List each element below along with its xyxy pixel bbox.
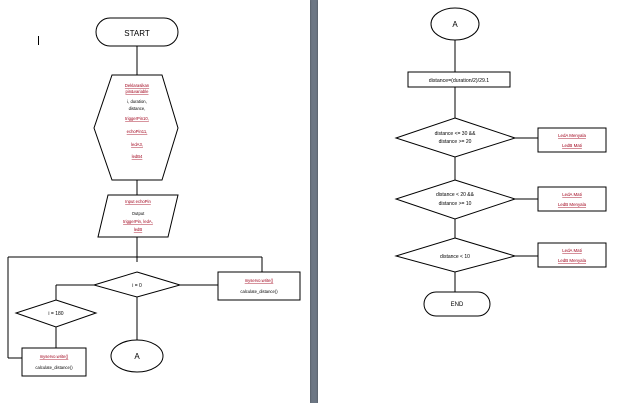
decision-distance-30-20 xyxy=(394,117,517,158)
decision-distance-10 xyxy=(394,237,517,273)
left-page: START Deklarasikan pin&variable i, durat… xyxy=(0,0,310,403)
output-2-line-2: LedB Menyala xyxy=(558,202,587,207)
right-flowchart: A distance=(duration/2)/29.1 distance <=… xyxy=(394,7,607,317)
decision-distance-20-10 xyxy=(394,179,517,220)
io-line-4: ledB xyxy=(134,227,143,232)
right-page: A distance=(duration/2)/29.1 distance <=… xyxy=(318,0,640,403)
process-left-line-1: myservo.write() xyxy=(40,354,69,359)
output-box-2 xyxy=(537,186,607,212)
connector-a-right-label: A xyxy=(452,20,458,29)
hex-line-2: pin&variable xyxy=(125,89,149,94)
decision-i-180 xyxy=(14,299,98,328)
hex-line-7: ledA3, xyxy=(131,142,143,147)
hex-line-5: triggerPin10, xyxy=(125,116,149,121)
formula-label: distance=(duration/2)/29.1 xyxy=(429,78,490,84)
left-flowchart: START Deklarasikan pin&variable i, durat… xyxy=(7,17,301,377)
output-box-3 xyxy=(537,242,607,268)
end-terminator xyxy=(423,291,491,317)
process-right-line-1: myservo.write() xyxy=(245,278,274,283)
text-cursor xyxy=(38,36,39,45)
end-label: END xyxy=(451,302,464,308)
process-box-right xyxy=(217,271,301,301)
decision-2-line-2: distance >= 10 xyxy=(439,201,472,207)
decision-i-0-label: i = 0 xyxy=(132,283,142,289)
decision-2-line-1: distance < 20 && xyxy=(436,192,475,198)
decision-3-label: distance < 10 xyxy=(440,254,470,260)
io-line-1: Input echoPin xyxy=(125,199,151,204)
io-line-3: triggerPin, ledA, xyxy=(123,219,153,224)
decision-i-0 xyxy=(92,271,182,298)
hex-line-8: ledB4 xyxy=(132,154,143,159)
connector-a-left-label: A xyxy=(134,352,140,361)
output-3-line-2: LedB Menyala xyxy=(558,258,587,263)
io-parallelogram xyxy=(97,194,179,238)
hex-line-1: Deklarasikan xyxy=(125,83,150,88)
io-line-2: Output xyxy=(132,211,145,216)
output-1-line-2: LedB Mati xyxy=(562,143,582,148)
output-3-line-1: LedA Mati xyxy=(562,248,582,253)
output-box-1 xyxy=(537,127,607,153)
decision-1-line-1: distance <= 30 && xyxy=(435,131,477,137)
process-right-line-2: calculate_distance() xyxy=(240,289,278,294)
start-terminator xyxy=(95,17,179,47)
process-box-left xyxy=(21,347,87,377)
hex-line-3: i, duration, xyxy=(127,99,147,104)
hex-line-6: echoPin11, xyxy=(127,129,148,134)
output-2-line-1: LedA Mati xyxy=(562,192,582,197)
output-1-line-1: LedA Menyala xyxy=(558,133,586,138)
connector-a-right xyxy=(430,7,480,41)
decision-1-line-2: distance >= 20 xyxy=(439,139,472,145)
start-label: START xyxy=(124,29,150,38)
decision-i-180-label: i = 180 xyxy=(48,311,63,317)
hex-line-4: distance, xyxy=(129,106,146,111)
formula-box xyxy=(407,71,511,88)
process-left-line-2: calculate_distance() xyxy=(35,365,73,370)
declaration-hexagon xyxy=(93,74,179,181)
connector-a-left xyxy=(110,339,164,373)
